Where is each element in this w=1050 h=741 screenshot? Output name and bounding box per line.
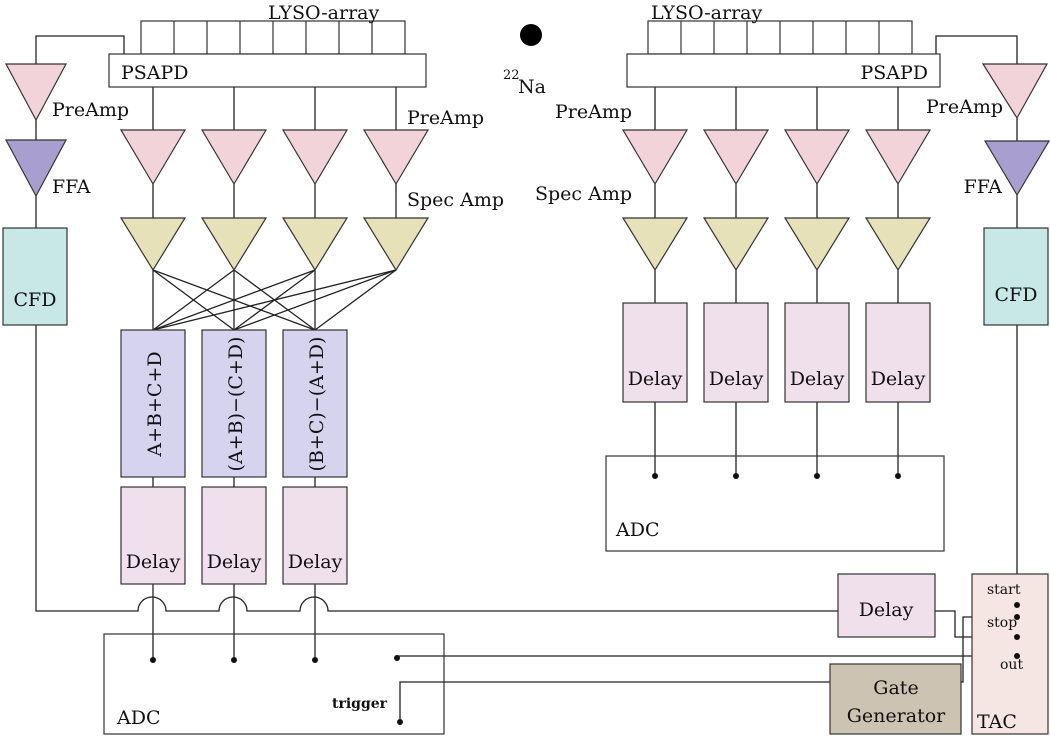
left-delays: Delay Delay Delay xyxy=(120,486,348,585)
right-spec-amp-label: Spec Amp xyxy=(535,183,632,205)
tac-ports xyxy=(1014,602,1020,659)
sum-block-x xyxy=(201,329,267,478)
left-spec-amp-d xyxy=(362,217,430,272)
left-delay-1 xyxy=(120,486,186,585)
tac-out-label: out xyxy=(1000,657,1023,673)
crossing-network xyxy=(152,269,397,331)
right-lyso-array xyxy=(647,20,913,55)
left-preamp-c xyxy=(281,129,349,186)
left-delay-3-label: Delay xyxy=(288,551,343,573)
right-spec-amp-a xyxy=(621,217,689,272)
right-lyso-array-label: LYSO-array xyxy=(651,2,762,24)
left-spec-amps xyxy=(119,217,430,272)
right-psapd-label: PSAPD xyxy=(860,62,928,84)
left-cfd-label: CFD xyxy=(14,289,57,311)
right-preamp-c xyxy=(783,129,851,186)
right-psapd-box xyxy=(626,53,941,88)
right-ffa-label: FFA xyxy=(964,176,1003,198)
sum-block-total-label: A+B+C+D xyxy=(144,351,166,457)
source-mass-number: 22 xyxy=(503,68,520,83)
wires xyxy=(35,35,1018,722)
gate-generator-box xyxy=(829,663,962,735)
left-lyso-array xyxy=(140,20,406,55)
left-sum-blocks: A+B+C+D (A+B)−(C+D) (B+C)−(A+D) xyxy=(120,329,348,478)
right-adc-box xyxy=(605,455,945,552)
left-timing-preamp-label: PreAmp xyxy=(52,99,129,121)
right-ffa xyxy=(983,140,1050,197)
right-delay-a-label: Delay xyxy=(628,368,683,390)
right-cfd-box xyxy=(983,227,1049,326)
left-delay-2 xyxy=(201,486,267,585)
right-delay-c-label: Delay xyxy=(790,368,845,390)
right-spec-amp-d xyxy=(864,217,932,272)
right-timing-preamp xyxy=(981,63,1049,120)
left-spec-amp-a xyxy=(119,217,187,272)
right-cfd-label: CFD xyxy=(995,284,1038,306)
tac-label: TAC xyxy=(977,711,1017,733)
left-cfd-box xyxy=(2,227,68,326)
wire-gate-to-trigger xyxy=(399,681,838,722)
left-adc-label: ADC xyxy=(116,707,161,729)
left-adc-box xyxy=(103,633,445,735)
right-channel-preamps xyxy=(621,129,932,186)
left-ffa-label: FFA xyxy=(52,176,91,198)
gate-generator-label-line2: Generator xyxy=(847,705,946,727)
wire-right-psapd-to-preamp xyxy=(935,35,1018,64)
left-spec-amp-label: Spec Amp xyxy=(407,189,504,211)
left-psapd-box xyxy=(108,53,427,88)
sum-block-x-label: (A+B)−(C+D) xyxy=(225,337,247,472)
left-spec-amp-c xyxy=(281,217,349,272)
left-preamp-b xyxy=(200,129,268,186)
right-delay-d xyxy=(865,302,931,403)
sum-block-total xyxy=(120,329,186,478)
sum-block-y xyxy=(282,329,348,478)
right-delay-b xyxy=(703,302,769,403)
right-preamp-d xyxy=(864,129,932,186)
right-delay-d-label: Delay xyxy=(871,368,926,390)
left-preamp-a xyxy=(119,129,187,186)
timing-delay-label: Delay xyxy=(859,599,914,621)
left-channel-preamp-label: PreAmp xyxy=(407,107,484,129)
sum-block-y-label: (B+C)−(A+D) xyxy=(306,337,328,472)
right-channel-preamp-label: PreAmp xyxy=(555,101,632,123)
left-psapd-label: PSAPD xyxy=(121,62,189,84)
right-spec-amp-b xyxy=(702,217,770,272)
right-adc-inputs xyxy=(652,473,901,479)
left-lyso-array-label: LYSO-array xyxy=(268,2,379,24)
timing-delay-box xyxy=(837,573,936,638)
left-adc-inputs xyxy=(150,655,403,725)
right-spec-amps xyxy=(621,217,932,272)
left-delay-3 xyxy=(282,486,348,585)
right-delay-c xyxy=(784,302,850,403)
left-delay-2-label: Delay xyxy=(207,551,262,573)
left-ffa xyxy=(4,139,68,198)
right-preamp-a xyxy=(621,129,689,186)
right-delay-b-label: Delay xyxy=(709,368,764,390)
right-spec-amp-c xyxy=(783,217,851,272)
tac-start-label: start xyxy=(987,582,1021,598)
left-crystal-dividers xyxy=(173,21,373,54)
tac-stop-label: stop xyxy=(987,615,1017,631)
left-channel-preamps xyxy=(119,129,430,186)
left-delay-1-label: Delay xyxy=(126,551,181,573)
wire-left-psapd-to-preamp xyxy=(35,35,125,64)
right-timing-preamp-label: PreAmp xyxy=(926,96,1003,118)
left-preamp-d xyxy=(362,129,430,186)
right-crystal-dividers xyxy=(680,21,880,54)
right-delays: Delay Delay Delay Delay xyxy=(622,302,931,403)
left-spec-amp-b xyxy=(200,217,268,272)
source-element: Na xyxy=(518,76,546,98)
left-timing-preamp xyxy=(4,63,68,122)
tac-box xyxy=(971,573,1049,735)
gate-generator-label-line1: Gate xyxy=(873,677,918,699)
trigger-label: trigger xyxy=(332,696,388,712)
right-delay-a xyxy=(622,302,688,403)
na22-source-dot xyxy=(520,24,542,46)
right-adc-label: ADC xyxy=(615,519,660,541)
right-preamp-b xyxy=(702,129,770,186)
